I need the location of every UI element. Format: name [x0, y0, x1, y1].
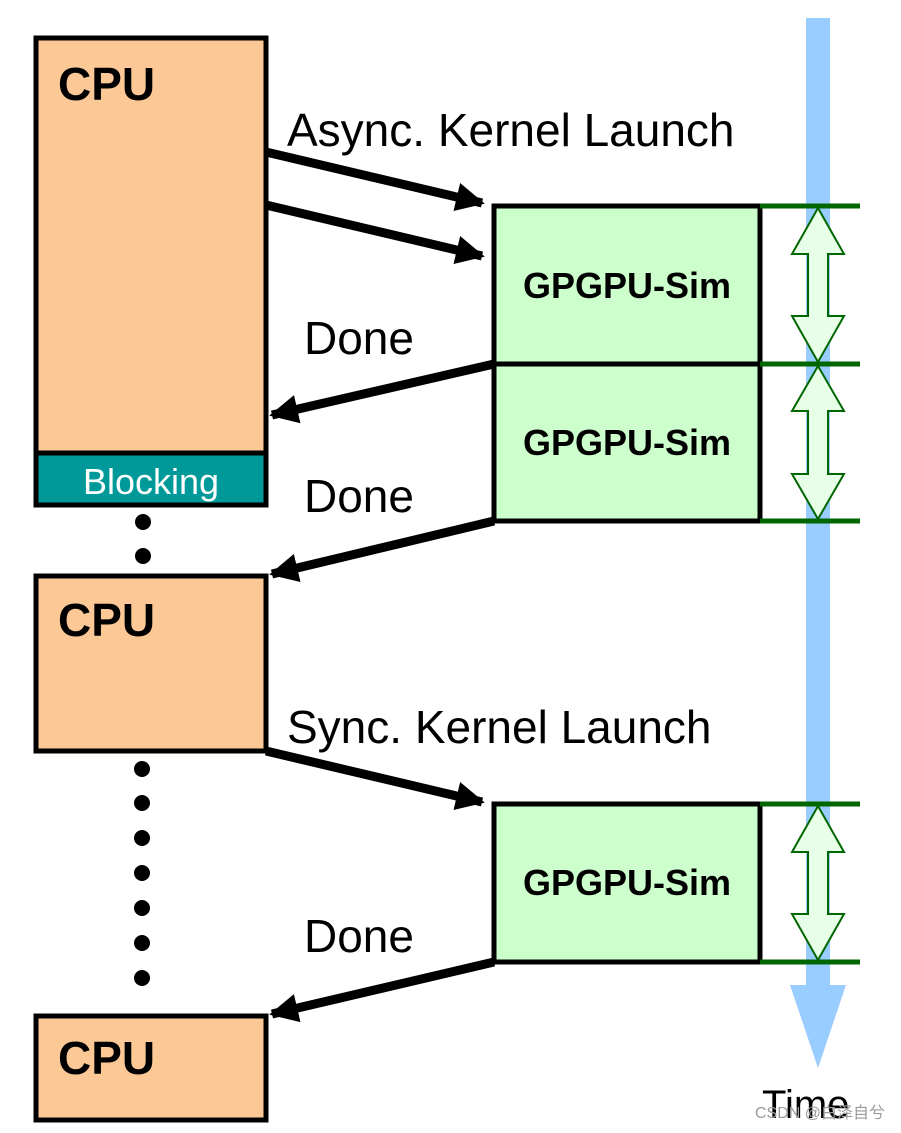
ellipsis-dots-lower [134, 761, 150, 986]
duration-arrow-1 [790, 205, 846, 365]
async-launch-label: Async. Kernel Launch [287, 104, 735, 156]
done-label-2: Done [304, 470, 414, 522]
duration-arrow-2 [790, 364, 846, 521]
done-label-1: Done [304, 312, 414, 364]
duration-arrow-3 [790, 803, 846, 963]
blocking-strip [33, 450, 269, 508]
ellipsis-dots-upper [135, 514, 151, 564]
done-arrow-1 [269, 359, 496, 424]
cpu-box-1: CPU Blocking [33, 35, 269, 508]
cpu-label: CPU [58, 594, 155, 646]
gpgpu-sim-box-2: GPGPU-Sim [491, 361, 763, 524]
time-label: Time [762, 1083, 849, 1127]
done-label-3: Done [304, 910, 414, 962]
blocking-label: Blocking [83, 461, 219, 502]
cpu-box-3: CPU [33, 1013, 269, 1123]
gpgpu-sim-box-3: GPGPU-Sim [491, 801, 763, 965]
gpgpu-sim-label: GPGPU-Sim [523, 422, 731, 463]
timeline-arrowhead [790, 985, 846, 1068]
cpu-box-2: CPU [33, 573, 269, 754]
done-arrow-3 [269, 957, 496, 1023]
gpgpu-sim-label: GPGPU-Sim [523, 265, 731, 306]
gpgpu-sim-label: GPGPU-Sim [523, 862, 731, 903]
cpu-label: CPU [58, 1032, 155, 1084]
duration-ticks [760, 203, 860, 965]
sync-launch-arrow [264, 746, 485, 811]
watermark: CSDN @白泽自兮 [755, 1104, 885, 1122]
gpgpu-sim-box-1: GPGPU-Sim [491, 203, 763, 367]
async-launch-arrow-1 [264, 147, 485, 212]
cpu-label: CPU [58, 58, 155, 110]
launch-done-arrows [264, 147, 496, 1023]
done-arrow-2 [269, 516, 496, 582]
sync-launch-label: Sync. Kernel Launch [287, 701, 712, 753]
async-launch-arrow-2 [264, 200, 485, 265]
